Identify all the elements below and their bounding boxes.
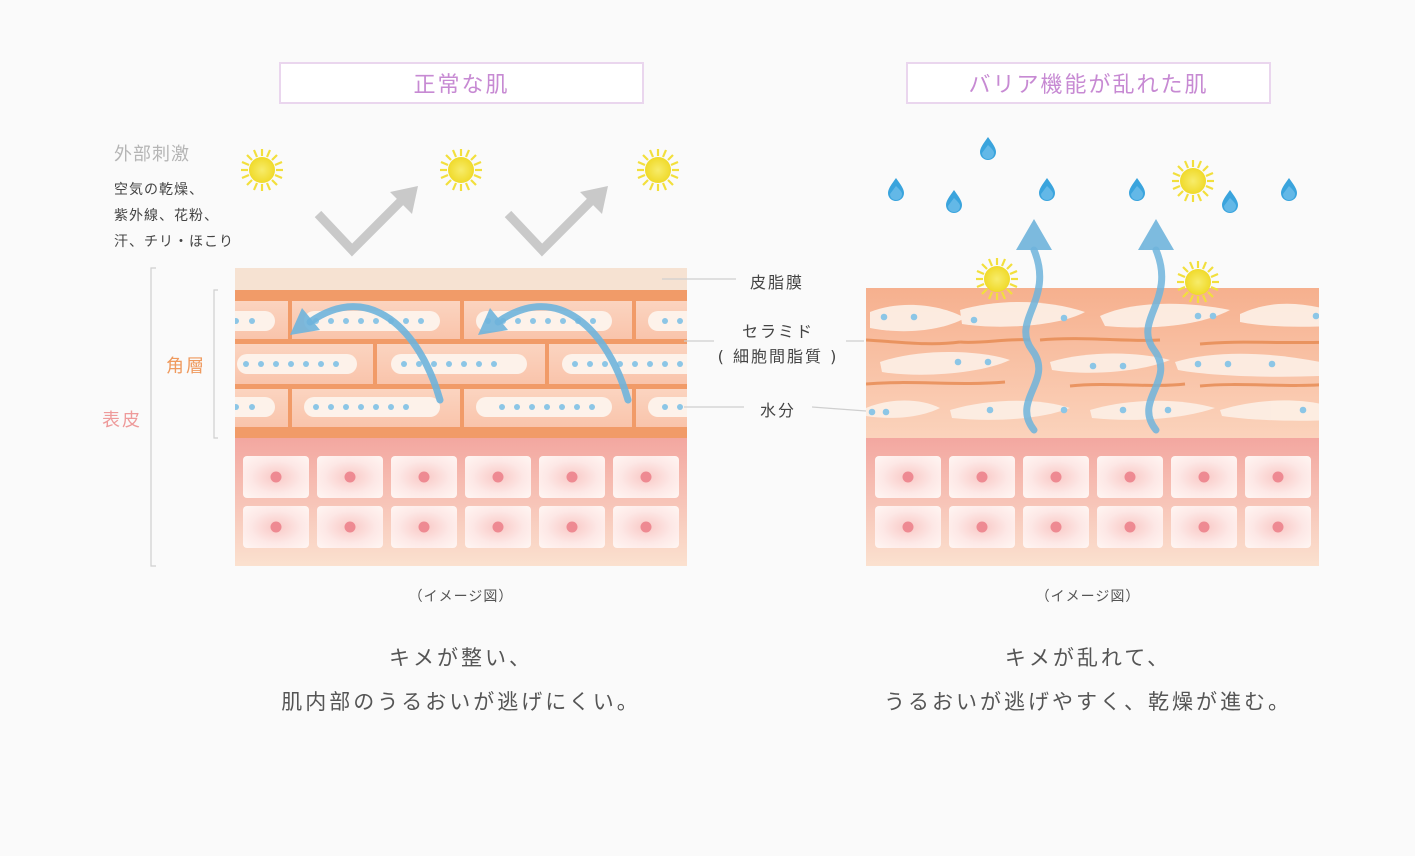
- damaged-skin-cross-section: [866, 288, 1319, 566]
- sebum-label: 皮脂膜: [750, 273, 805, 292]
- normal-skin-title: 正常な肌: [279, 62, 644, 104]
- damaged-skin-title: バリア機能が乱れた肌: [906, 62, 1271, 104]
- external-stimulus-line-1: 空気の乾燥、: [114, 182, 204, 198]
- water-label: 水分: [760, 401, 797, 420]
- normal-skin-title-text: 正常な肌: [413, 73, 510, 98]
- external-stimulus-title: 外部刺激: [114, 144, 190, 165]
- epidermis-label: 表皮: [102, 410, 142, 431]
- damaged-skin-desc-line-1: キメが乱れて、: [1004, 646, 1172, 670]
- normal-skin-caption: （イメージ図）: [408, 589, 514, 605]
- damaged-skin-caption: （イメージ図）: [1035, 589, 1141, 605]
- reflect-arrow-icon: [314, 192, 600, 257]
- moisture-escape-arrow-icon: [1022, 246, 1166, 434]
- normal-skin-desc-line-2: 肌内部のうるおいが逃げにくい。: [281, 690, 641, 714]
- damaged-skin-desc-line-2: うるおいが逃げやすく、乾燥が進む。: [884, 690, 1292, 714]
- stratum-corneum-label: 角層: [166, 356, 206, 377]
- normal-skin-cross-section: [235, 268, 687, 566]
- external-stimulus-line-2: 紫外線、花粉、: [114, 208, 219, 224]
- damaged-skin-title-text: バリア機能が乱れた肌: [968, 73, 1209, 98]
- ceramide-label: セラミド: [741, 322, 814, 341]
- external-stimulus-line-3: 汗、チリ・ほこり: [114, 234, 234, 250]
- normal-skin-desc-line-1: キメが整い、: [389, 646, 533, 670]
- ceramide-sub-label: ( 細胞間脂質 ): [717, 347, 839, 366]
